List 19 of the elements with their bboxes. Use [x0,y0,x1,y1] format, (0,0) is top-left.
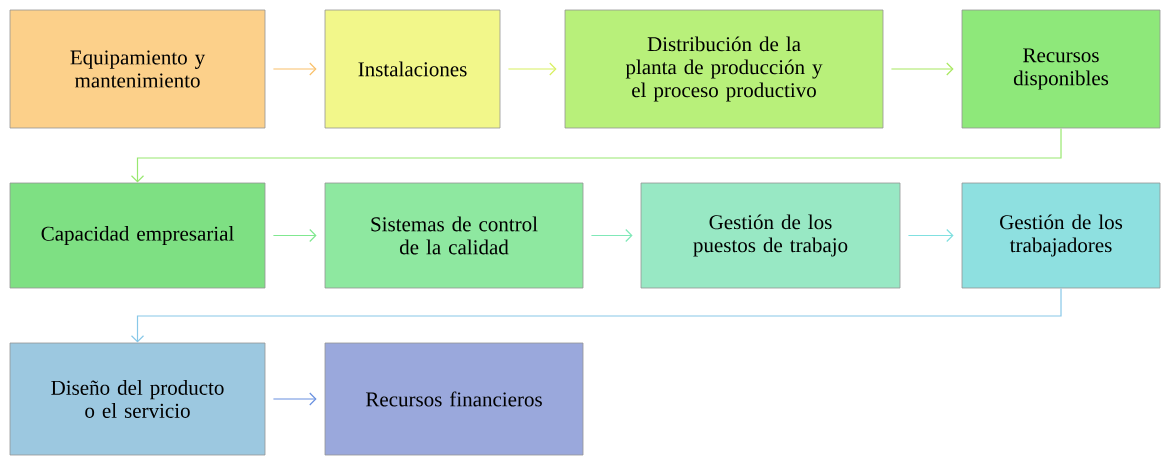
process-box: Distribución de la planta de producción y el proceso productivo [564,9,884,129]
process-box: Gestión de los puestos de trabajo [640,182,901,289]
arrow [890,62,954,76]
process-box: Recursos financieros [324,342,584,456]
arrow [272,228,317,243]
arrow [907,228,954,243]
arrow [272,62,317,76]
process-box: Instalaciones [324,9,501,129]
process-box: Sistemas de control de la calidad [324,182,584,289]
process-box: Equipamiento y mantenimiento [9,9,266,129]
arrow [507,62,557,76]
arrow [130,127,1062,183]
process-box: Diseño del producto o el servicio [9,342,266,456]
process-box: Capacidad empresarial [9,182,266,289]
arrow [130,287,1062,343]
arrow [590,228,633,243]
process-box: Gestión de los trabajadores [961,182,1161,289]
arrow [272,392,317,406]
process-box: Recursos disponibles [961,9,1161,129]
